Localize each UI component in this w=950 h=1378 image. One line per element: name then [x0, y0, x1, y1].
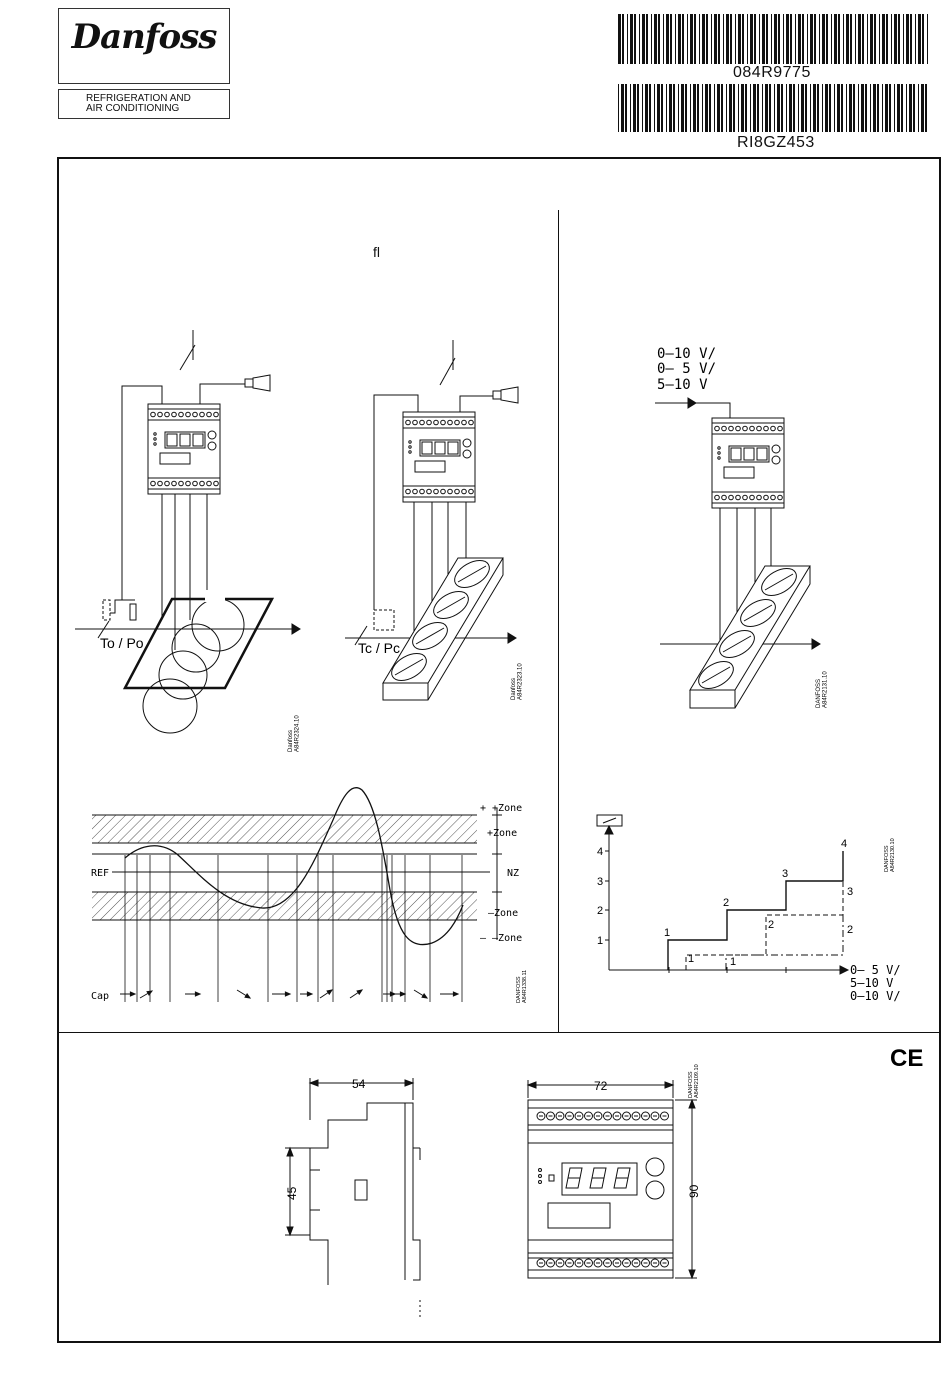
sensor-label-left: To / Po [100, 635, 144, 651]
zone-minus: –Zone [488, 908, 518, 919]
step-solid-3: 3 [782, 868, 788, 880]
step-solid-1: 1 [664, 927, 670, 939]
barcode-1 [618, 14, 928, 64]
horizontal-divider [59, 1032, 939, 1033]
y-tick-3: 3 [597, 876, 603, 888]
dim-width-front: 72 [594, 1079, 608, 1093]
step-dashed-3: 3 [847, 886, 853, 898]
step-solid-4: 4 [841, 838, 847, 850]
barcode-2 [618, 84, 927, 132]
ref-label: REF [91, 868, 109, 879]
division-label: REFRIGERATION AND AIR CONDITIONING [58, 89, 230, 119]
front-view [419, 1080, 697, 1320]
zone-minus-minus: – –Zone [480, 933, 522, 944]
figure-code-dimensions: DANFOSSA84R2109.10 [688, 1064, 700, 1098]
zone-plus: +Zone [487, 828, 517, 839]
zone-chart [92, 787, 502, 1002]
step-dashdot-2: 2 [847, 924, 853, 936]
step-dashdot-1: 1 [730, 956, 736, 968]
figure-code-right: DANFOSSA84R2131.10 [816, 671, 829, 708]
barcode-1-text: 084R9775 [733, 64, 811, 81]
barcodes [618, 14, 928, 132]
plant-diagram-right [655, 397, 821, 709]
plant-diagram-left [75, 330, 301, 734]
side-view [285, 1078, 421, 1285]
barcode-2-text: RI8GZ453 [737, 134, 815, 151]
input-label-2: 0– 5 V/ [657, 361, 716, 377]
division-line-2: AIR CONDITIONING [86, 103, 180, 114]
input-label-3: 5–10 V [657, 377, 708, 393]
x-label-1: 0– 5 V/ [850, 963, 901, 977]
figure-code-zone: DANFOSSA84R1338.11 [516, 970, 528, 1003]
figure-code-left: DanfossA84R2324.10 [288, 715, 301, 752]
stray-character: fl [373, 244, 380, 260]
step-solid-2: 2 [723, 897, 729, 909]
figure-code-step: DANFOSSA84R2130.10 [884, 838, 896, 872]
fan-bank-middle [382, 557, 504, 701]
step-dashed-2: 2 [768, 919, 774, 931]
dim-height-rail: 45 [285, 1186, 299, 1200]
vertical-divider [558, 210, 559, 1033]
brand-wordmark: Danfoss [71, 17, 218, 57]
fan-bank-right [689, 565, 811, 709]
dim-height-front: 90 [687, 1184, 701, 1198]
plant-diagram-middle [345, 340, 519, 701]
dim-width-side: 54 [352, 1077, 366, 1091]
step-dashed-1: 1 [688, 953, 694, 965]
cap-label: Cap [91, 991, 109, 1002]
y-tick-1: 1 [597, 935, 603, 947]
division-line-1: REFRIGERATION AND [86, 93, 191, 104]
zone-neutral: NZ [507, 868, 519, 879]
x-label-3: 0–10 V/ [850, 989, 901, 1003]
step-chart [596, 814, 850, 975]
input-label-1: 0–10 V/ [657, 346, 716, 362]
ce-mark: CE [890, 1045, 923, 1072]
y-tick-4: 4 [597, 846, 603, 858]
x-label-2: 5–10 V [850, 976, 893, 990]
figure-code-middle: DanfossA84R2323.10 [511, 663, 524, 700]
main-frame [57, 157, 941, 1343]
sensor-label-middle: Tc / Pc [358, 640, 400, 656]
danfoss-logo: Danfoss [58, 8, 230, 84]
zone-plus-plus: + +Zone [480, 803, 522, 814]
y-tick-2: 2 [597, 905, 603, 917]
